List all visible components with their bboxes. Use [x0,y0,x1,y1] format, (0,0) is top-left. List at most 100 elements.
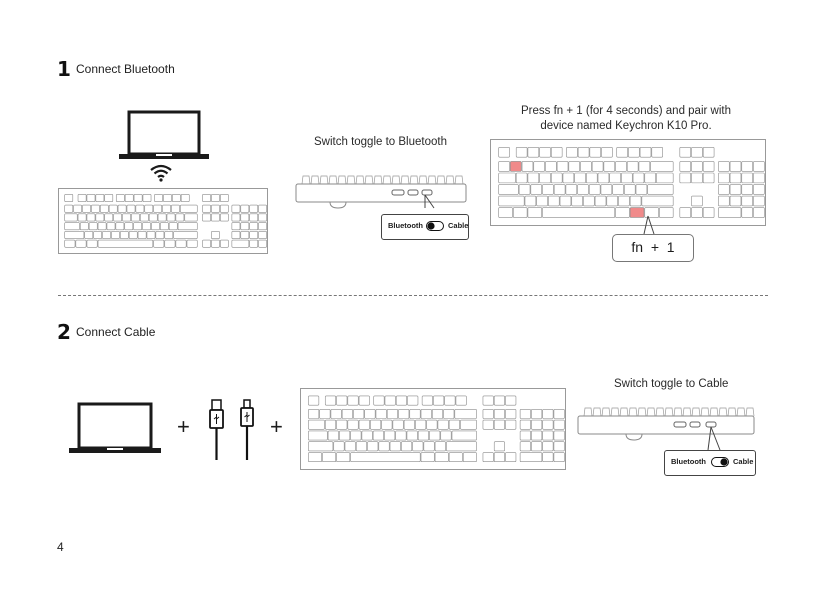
key [638,161,651,172]
key [151,222,160,231]
key [519,452,543,463]
key [420,408,432,419]
toggle-switch-icon [426,221,444,231]
key [566,146,578,158]
key [550,146,563,158]
keycap-side [709,407,719,417]
key [403,419,415,430]
keycap-side [418,175,428,185]
key [580,161,592,172]
key [542,207,616,218]
key [616,146,628,158]
key [519,441,531,452]
key [644,207,659,218]
keycap-side [346,175,356,185]
key [656,172,674,184]
key [505,408,517,419]
key [409,408,421,419]
key [77,194,87,202]
key [202,239,211,248]
key [615,207,630,218]
key [454,408,477,419]
key [553,419,565,430]
key [144,204,154,213]
keycap-side [619,407,629,417]
laptop-icon [119,110,209,159]
key [344,441,356,452]
keycap-side [718,407,728,417]
key-combo-callout: fn + 1 [612,234,694,262]
key [524,195,537,207]
key [249,239,259,248]
keycap-side [364,175,374,185]
toggle-bluetooth-label: Bluetooth [671,457,706,466]
key [753,184,765,195]
key [395,430,407,441]
key [202,204,211,213]
key [163,194,172,202]
key [519,408,531,419]
key [202,194,211,202]
key [407,395,419,406]
key [588,184,601,195]
key [553,430,565,441]
keycap-side [610,407,620,417]
key [133,194,143,202]
key [741,184,753,195]
key [106,222,116,231]
keycap-side [664,407,674,417]
key [93,230,102,239]
key [358,395,370,406]
key [249,204,259,213]
key [651,146,663,158]
key [133,222,143,231]
key [324,419,337,430]
key [157,213,167,222]
pair-caption-line-1: Press fn + 1 (for 4 seconds) and pair wi… [521,105,731,117]
keyboard-icon [58,188,268,254]
key [142,194,152,202]
key [679,161,692,172]
key [702,161,715,172]
key [434,441,446,452]
keycap-side [400,175,410,185]
key [386,408,398,419]
key [462,452,477,463]
key [139,213,149,222]
key [322,452,337,463]
key [718,195,730,207]
key [384,430,396,441]
key [95,213,105,222]
key [702,146,715,158]
key [550,172,563,184]
key [527,172,540,184]
key [591,161,604,172]
key [104,194,114,202]
key [624,184,636,195]
key [330,408,342,419]
key [324,395,337,406]
key [629,207,645,218]
key [249,230,259,239]
keycap-side [601,407,611,417]
key [498,207,513,218]
key [498,172,516,184]
keyboard-side-view [295,175,467,209]
pair-caption: Press fn + 1 (for 4 seconds) and pair wi… [500,104,752,134]
wifi-icon [150,164,172,182]
key [79,222,89,231]
key [395,395,407,406]
keycap-side [736,407,746,417]
key [211,213,220,222]
key [589,146,602,158]
key [586,172,598,184]
key [609,172,621,184]
key [568,161,580,172]
key [258,213,267,222]
key [341,408,353,419]
key [111,230,120,239]
key [406,430,418,441]
key [231,239,250,248]
key [510,161,522,172]
key [498,184,519,195]
